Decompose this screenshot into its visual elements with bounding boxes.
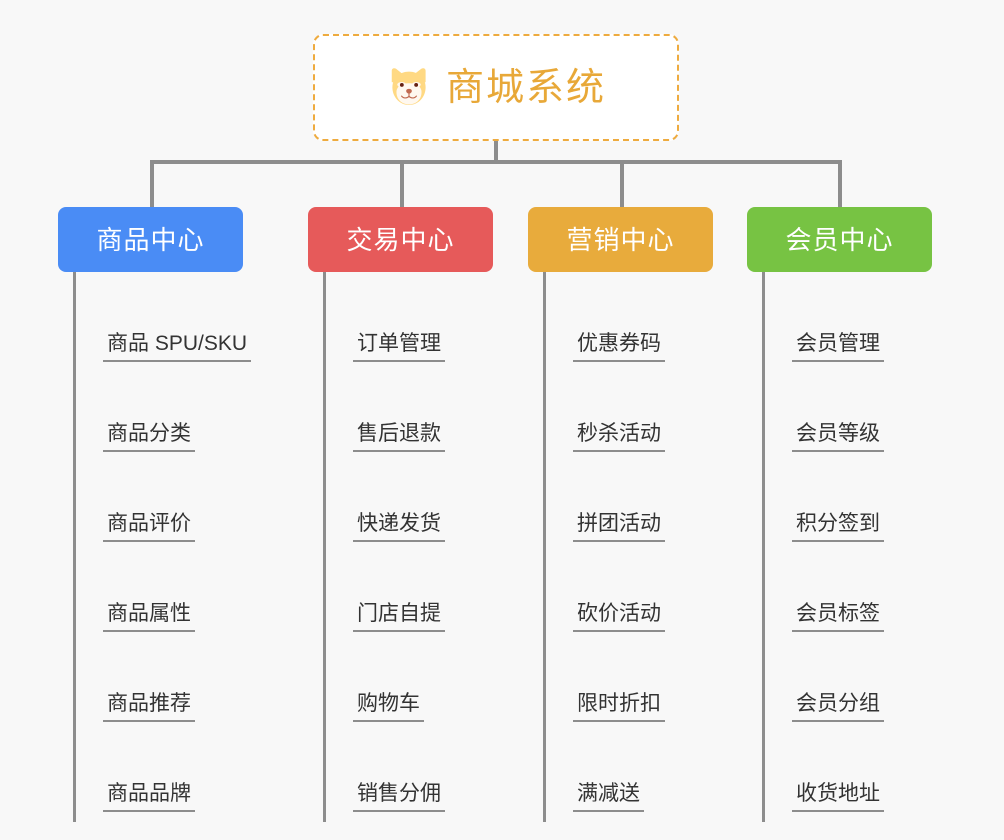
- branch-drop-connector-4: [838, 160, 842, 208]
- leaf-label: 收货地址: [796, 781, 880, 805]
- leaf-item[interactable]: 销售分佣: [323, 722, 445, 812]
- leaf-label: 商品推荐: [107, 691, 191, 715]
- leaf-item[interactable]: 商品推荐: [73, 632, 195, 722]
- leaf-item[interactable]: 会员管理: [762, 272, 884, 362]
- leaf-label: 购物车: [357, 691, 420, 715]
- leaf-item[interactable]: 收货地址: [762, 722, 884, 812]
- leaf-item[interactable]: 订单管理: [323, 272, 445, 362]
- leaf-spine: [323, 272, 326, 822]
- leaf-item[interactable]: 秒杀活动: [543, 362, 665, 452]
- leaf-item[interactable]: 限时折扣: [543, 632, 665, 722]
- leaf-label: 会员等级: [796, 421, 880, 445]
- leaf-label: 限时折扣: [577, 691, 661, 715]
- leaf-item[interactable]: 满减送: [543, 722, 644, 812]
- leaf-item[interactable]: 砍价活动: [543, 542, 665, 632]
- branch-drop-connector-3: [620, 160, 624, 208]
- category-box-member[interactable]: 会员中心: [747, 207, 932, 272]
- branch-drop-connector-1: [150, 160, 154, 208]
- leaf-label: 会员标签: [796, 601, 880, 625]
- category-box-marketing[interactable]: 营销中心: [528, 207, 713, 272]
- leaf-label: 订单管理: [357, 331, 441, 355]
- leaf-label: 砍价活动: [577, 601, 661, 625]
- leaf-item[interactable]: 优惠券码: [543, 272, 665, 362]
- leaf-item[interactable]: 商品品牌: [73, 722, 195, 812]
- leaf-label: 积分签到: [796, 511, 880, 535]
- category-label: 交易中心: [346, 224, 455, 255]
- leaf-label: 秒杀活动: [577, 421, 661, 445]
- category-box-transaction[interactable]: 交易中心: [308, 207, 493, 272]
- leaf-item[interactable]: 积分签到: [762, 452, 884, 542]
- leaf-item[interactable]: 拼团活动: [543, 452, 665, 542]
- leaf-item[interactable]: 快递发货: [323, 452, 445, 542]
- leaf-spine: [73, 272, 76, 822]
- category-label: 会员中心: [785, 224, 894, 255]
- leaf-label: 商品分类: [107, 421, 191, 445]
- leaf-item[interactable]: 商品 SPU/SKU: [73, 272, 252, 362]
- leaf-label: 门店自提: [357, 601, 441, 625]
- shiba-dog-face-icon: [391, 67, 426, 105]
- category-label: 商品中心: [96, 224, 205, 255]
- leaf-label: 快递发货: [357, 511, 441, 535]
- root-node[interactable]: 商城系统: [313, 34, 679, 141]
- leaf-spine: [543, 272, 546, 822]
- leaf-item[interactable]: 售后退款: [323, 362, 445, 452]
- leaf-label: 拼团活动: [577, 511, 661, 535]
- leaf-label: 满减送: [577, 781, 640, 805]
- leaf-item[interactable]: 商品评价: [73, 452, 195, 542]
- leaf-item[interactable]: 会员分组: [762, 632, 884, 722]
- leaf-item[interactable]: 会员标签: [762, 542, 884, 632]
- branch-drop-connector-2: [400, 160, 404, 208]
- leaf-spine: [762, 272, 765, 822]
- root-title: 商城系统: [445, 66, 606, 109]
- leaf-label: 售后退款: [357, 421, 441, 445]
- leaf-label: 商品品牌: [107, 781, 191, 805]
- leaf-item[interactable]: 购物车: [323, 632, 424, 722]
- root-stem-connector: [494, 141, 498, 162]
- leaf-label: 会员分组: [796, 691, 880, 715]
- leaf-item[interactable]: 商品属性: [73, 542, 195, 632]
- leaf-label: 优惠券码: [577, 331, 661, 355]
- leaf-item[interactable]: 会员等级: [762, 362, 884, 452]
- category-label: 营销中心: [566, 224, 675, 255]
- horizontal-bus-connector: [150, 160, 842, 164]
- leaf-label: 商品评价: [107, 511, 191, 535]
- leaf-item[interactable]: 商品分类: [73, 362, 195, 452]
- leaf-label: 商品属性: [107, 601, 191, 625]
- leaf-label: 商品 SPU/SKU: [107, 331, 248, 355]
- leaf-item[interactable]: 门店自提: [323, 542, 445, 632]
- leaf-label: 会员管理: [796, 331, 880, 355]
- category-box-product[interactable]: 商品中心: [58, 207, 243, 272]
- leaf-label: 销售分佣: [357, 781, 441, 805]
